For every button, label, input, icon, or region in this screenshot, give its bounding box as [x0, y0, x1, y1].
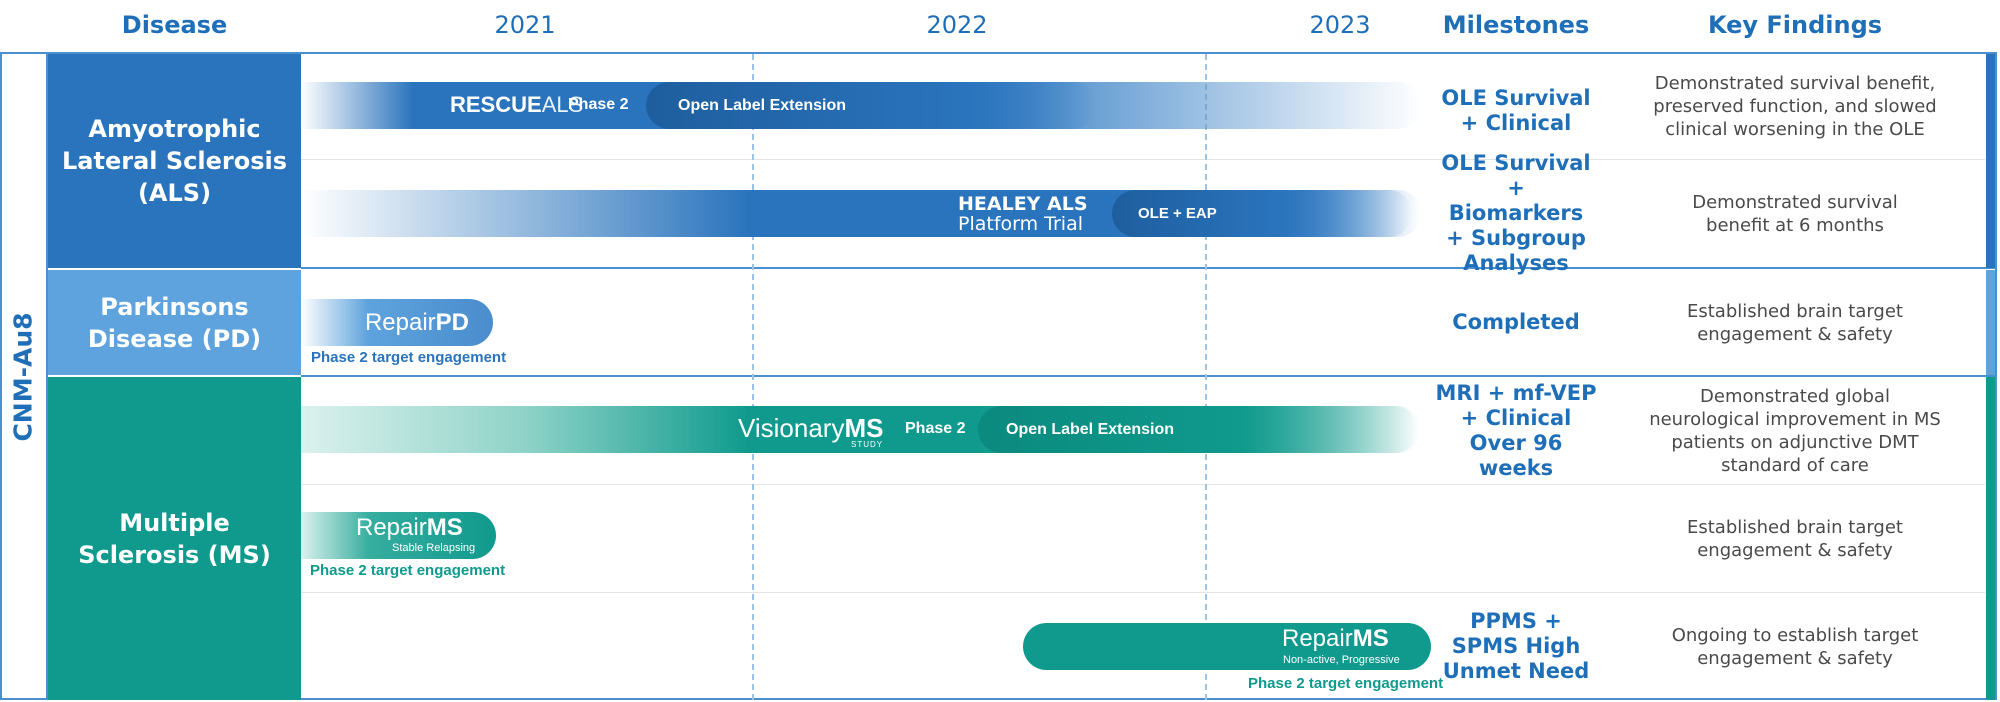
repair-pd-caption: Phase 2 target engagement — [311, 349, 507, 366]
drug-label: CNM-Au8 — [8, 312, 38, 442]
drug-label-column: CNM-Au8 — [0, 54, 46, 700]
healey-als-extension-pill: OLE + EAP — [1112, 190, 1412, 237]
gridline-2023 — [1205, 54, 1207, 700]
rescue-als-phase: Phase 2 — [568, 96, 629, 113]
repair-ms-progressive-sub: Non-active, Progressive — [1283, 654, 1400, 666]
rescue-als-name-a: RESCUE — [450, 92, 542, 117]
section-divider-pd-ms — [301, 375, 1995, 377]
visionary-ms-name-b: MS — [844, 413, 884, 443]
milestone-repair-ms-relapsing — [1412, 485, 1620, 592]
finding-repair-pd: Established brain target engagement & sa… — [1625, 270, 1965, 375]
repair-ms-progressive-logo: RepairMS — [1282, 625, 1389, 653]
visionary-ms-phase: Phase 2 — [905, 420, 966, 437]
repair-ms-progressive-pill — [1023, 623, 1431, 670]
finding-healey-text: Demonstrated survival benefit at 6 month… — [1692, 191, 1898, 236]
repair-ms-relapsing-name-b: MS — [426, 514, 463, 541]
section-divider-als-pd — [301, 267, 1995, 269]
header-year-2023: 2023 — [1309, 11, 1371, 39]
visionary-ms-extension-pill: Open Label Extension — [978, 406, 1418, 453]
rescue-als-extension-label: Open Label Extension — [678, 96, 847, 114]
finding-healey: Demonstrated survival benefit at 6 month… — [1625, 160, 1965, 267]
healey-als-name: HEALEY ALS — [958, 193, 1088, 215]
rescue-als-extension-pill: Open Label Extension — [646, 82, 1096, 129]
header-milestones: Milestones — [1442, 11, 1590, 39]
disease-pd-label: Parkinsons Disease (PD) — [87, 292, 262, 353]
finding-rescue: Demonstrated survival benefit, preserved… — [1625, 54, 1965, 159]
repair-ms-progressive-name-a: Repair — [1282, 625, 1353, 652]
repair-ms-relapsing-pill — [301, 512, 496, 559]
header-year-2022: 2022 — [926, 11, 988, 39]
milestone-healey-text: OLE Survival + Biomarkers + Subgroup Ana… — [1441, 150, 1591, 275]
table-frame — [0, 52, 1997, 700]
row-divider — [301, 159, 1985, 160]
repair-pd-name-b: PD — [435, 308, 469, 336]
milestone-visionary-text: MRI + mf-VEP + Clinical Over 96 weeks — [1435, 380, 1597, 480]
header-key-findings: Key Findings — [1707, 11, 1883, 39]
finding-visionary-text: Demonstrated global neurological improve… — [1649, 385, 1941, 476]
finding-repair-ms-progressive: Ongoing to establish target engagement &… — [1625, 593, 1965, 700]
header-year-2021: 2021 — [494, 11, 556, 39]
repair-pd-name-a: Repair — [364, 308, 436, 336]
repair-ms-relapsing-logo: RepairMS — [356, 514, 463, 542]
edge-accent-als — [1986, 54, 1995, 268]
healey-als-sub: Platform Trial — [958, 213, 1083, 235]
milestone-rescue: OLE Survival + Clinical — [1412, 62, 1620, 160]
milestone-healey: OLE Survival + Biomarkers + Subgroup Ana… — [1412, 151, 1620, 275]
repair-ms-progressive-caption: Phase 2 target engagement — [1248, 675, 1444, 692]
finding-visionary: Demonstrated global neurological improve… — [1625, 377, 1965, 484]
row-divider — [301, 592, 1985, 593]
finding-repair-ms-relapsing-text: Established brain target engagement & sa… — [1687, 516, 1903, 561]
finding-repair-ms-progressive-text: Ongoing to establish target engagement &… — [1671, 624, 1919, 669]
rescue-als-logo: RESCUEALS — [450, 92, 583, 118]
gridline-2022 — [752, 54, 754, 700]
visionary-ms-name-a: Visionary — [738, 413, 845, 443]
visionary-ms-study: STUDY — [851, 440, 884, 449]
healey-als-extension-label: OLE + EAP — [1138, 205, 1217, 222]
row-divider — [301, 484, 1985, 485]
disease-als-label: Amyotrophic Lateral Sclerosis (ALS) — [62, 115, 287, 207]
visionary-ms-logo: VisionaryMS — [738, 413, 883, 444]
visionary-ms-extension-label: Open Label Extension — [1006, 420, 1175, 438]
finding-rescue-text: Demonstrated survival benefit, preserved… — [1653, 73, 1937, 140]
edge-accent-pd — [1986, 270, 1995, 375]
edge-accent-ms — [1986, 377, 1995, 700]
disease-als: Amyotrophic Lateral Sclerosis (ALS) — [48, 54, 301, 268]
finding-repair-pd-text: Established brain target engagement & sa… — [1687, 300, 1903, 345]
milestone-repair-ms-progressive-text: PPMS + SPMS High Unmet Need — [1442, 609, 1590, 683]
disease-ms-label: Multiple Sclerosis (MS) — [78, 508, 271, 569]
disease-ms: Multiple Sclerosis (MS) — [48, 377, 301, 700]
milestone-rescue-text: OLE Survival + Clinical — [1441, 86, 1591, 135]
milestone-repair-ms-progressive: PPMS + SPMS High Unmet Need — [1412, 593, 1620, 700]
rescue-als-name-b: ALS — [541, 92, 584, 117]
drug-column-divider — [46, 54, 48, 700]
milestone-visionary: MRI + mf-VEP + Clinical Over 96 weeks — [1412, 377, 1620, 484]
milestone-repair-pd: Completed — [1412, 270, 1620, 375]
header-disease: Disease — [121, 11, 228, 39]
repair-ms-relapsing-sub: Stable Relapsing — [392, 542, 476, 554]
milestone-repair-pd-text: Completed — [1452, 310, 1580, 334]
finding-repair-ms-relapsing: Established brain target engagement & sa… — [1625, 485, 1965, 592]
repair-ms-relapsing-name-a: Repair — [356, 514, 427, 541]
disease-pd: Parkinsons Disease (PD) — [48, 270, 301, 375]
repair-ms-progressive-name-b: MS — [1352, 625, 1389, 652]
repair-ms-relapsing-caption: Phase 2 target engagement — [310, 562, 506, 579]
